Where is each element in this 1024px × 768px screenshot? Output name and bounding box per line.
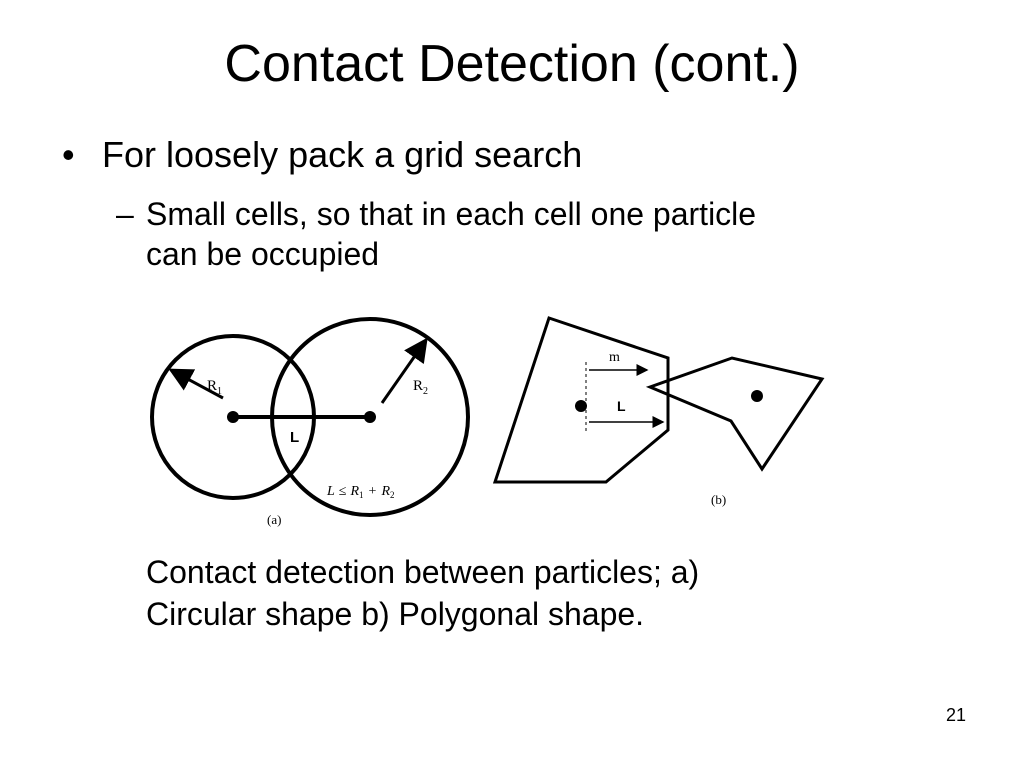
particle-center-2 xyxy=(364,411,376,423)
polygon-center-2 xyxy=(751,390,763,402)
contact-condition-formula: L≤R1+R2 xyxy=(326,484,395,500)
polygon-particle-2 xyxy=(645,356,825,472)
radius-label-2: R2 xyxy=(413,378,428,397)
bullet-marker: • xyxy=(62,134,75,175)
radius-arrow-1 xyxy=(168,368,224,400)
polygon-center-1 xyxy=(575,400,587,412)
sub-bullet-marker: – xyxy=(116,196,134,232)
sub-bullet-line-1: Small cells, so that in each cell one pa… xyxy=(146,196,757,232)
figure-caption: Contact detection between particles; a) … xyxy=(146,551,699,635)
distance-label-a: L xyxy=(290,429,299,446)
radius-arrow-2 xyxy=(380,337,428,404)
panel-label-a: (a) xyxy=(267,512,281,527)
slide-title: Contact Detection (cont.) xyxy=(224,35,800,93)
bullet-text: For loosely pack a grid search xyxy=(102,134,583,175)
sub-bullet-text: Small cells, so that in each cell one pa… xyxy=(146,194,926,274)
distance-label-b: L xyxy=(617,398,626,414)
caption-line-2: Circular shape b) Polygonal shape. xyxy=(146,596,645,632)
polygonal-particles-diagram: m L (b) xyxy=(492,316,825,507)
circular-particles-diagram: R1 R2 L L≤R1+R2 (a) xyxy=(150,317,470,527)
radius-label-1: R1 xyxy=(207,378,222,397)
extent-label-m: m xyxy=(609,350,620,365)
panel-label-b: (b) xyxy=(711,492,726,507)
bullet-item: • For loosely pack a grid search xyxy=(62,132,582,178)
particle-center-1 xyxy=(227,411,239,423)
sub-bullet-line-2: can be occupied xyxy=(146,236,380,272)
page-number: 21 xyxy=(945,705,966,725)
caption-line-1: Contact detection between particles; a) xyxy=(146,554,700,590)
polygon-particle-1 xyxy=(492,316,670,484)
